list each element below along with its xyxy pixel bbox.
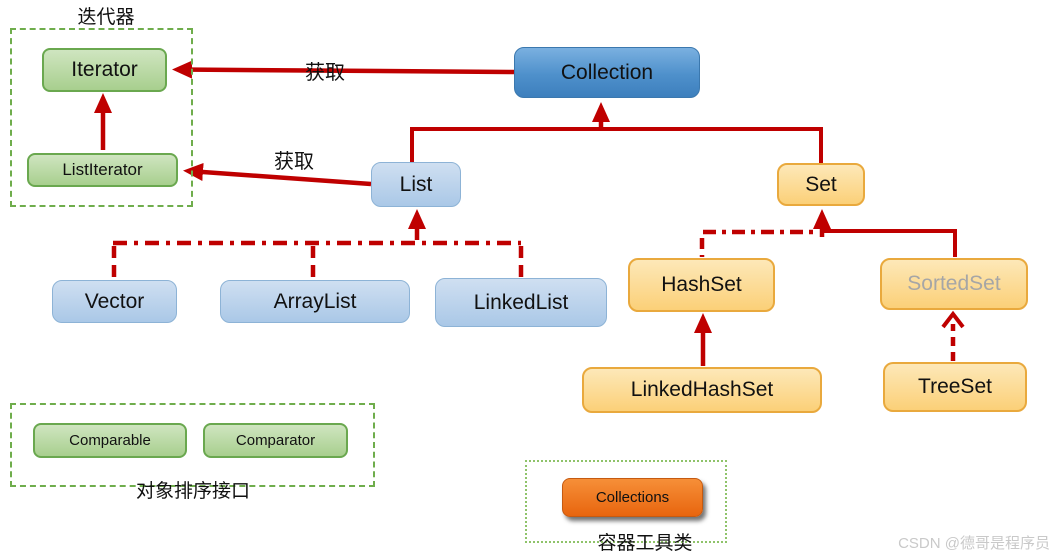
node-set: Set <box>777 163 865 206</box>
arrow-treeset-to-sortedset-head <box>941 310 965 329</box>
node-iterator: Iterator <box>42 48 167 92</box>
node-listiterator-label: ListIterator <box>62 160 143 179</box>
node-linkedhashset: LinkedHashSet <box>582 367 822 413</box>
sorting-group-box <box>10 403 375 487</box>
node-hashset-label: HashSet <box>661 273 742 296</box>
node-collection-label: Collection <box>560 60 654 84</box>
node-comparator-label: Comparator <box>235 432 316 449</box>
node-vector-label: Vector <box>84 289 145 313</box>
node-list: List <box>371 162 461 207</box>
utility-group-label: 容器工具类 <box>597 533 693 554</box>
node-sortedset: SortedSet <box>880 258 1028 310</box>
node-arraylist: ArrayList <box>220 280 410 323</box>
sorting-group-label: 对象排序接口 <box>135 481 250 502</box>
node-treeset: TreeSet <box>883 362 1027 412</box>
node-collections: Collections <box>562 478 703 517</box>
node-iterator-label: Iterator <box>71 58 138 81</box>
node-vector: Vector <box>52 280 177 323</box>
iterator-group-box <box>10 28 193 207</box>
iterator-group-label: 迭代器 <box>77 7 135 28</box>
edge-label-list-get: 获取 <box>274 151 314 173</box>
utility-group-box <box>525 460 727 543</box>
node-linkedlist-label: LinkedList <box>473 290 569 314</box>
node-comparator: Comparator <box>203 423 348 458</box>
branch-sortedset-solid <box>820 229 957 257</box>
node-comparable: Comparable <box>33 423 187 458</box>
watermark-text: CSDN @德哥是程序员 <box>898 535 1050 552</box>
node-arraylist-label: ArrayList <box>273 289 357 313</box>
node-linkedlist: LinkedList <box>435 278 607 327</box>
node-listiterator: ListIterator <box>27 153 178 187</box>
node-sortedset-label: SortedSet <box>907 272 1001 295</box>
node-treeset-label: TreeSet <box>918 375 992 398</box>
edge-label-collection-get: 获取 <box>305 62 345 84</box>
branch-collection-children <box>410 127 823 163</box>
node-set-label: Set <box>805 172 837 196</box>
node-collection: Collection <box>514 47 700 98</box>
node-comparable-label: Comparable <box>69 432 151 449</box>
node-hashset: HashSet <box>628 258 775 312</box>
node-linkedhashset-label: LinkedHashSet <box>630 378 774 401</box>
node-list-label: List <box>399 172 433 196</box>
node-collections-label: Collections <box>595 489 670 506</box>
